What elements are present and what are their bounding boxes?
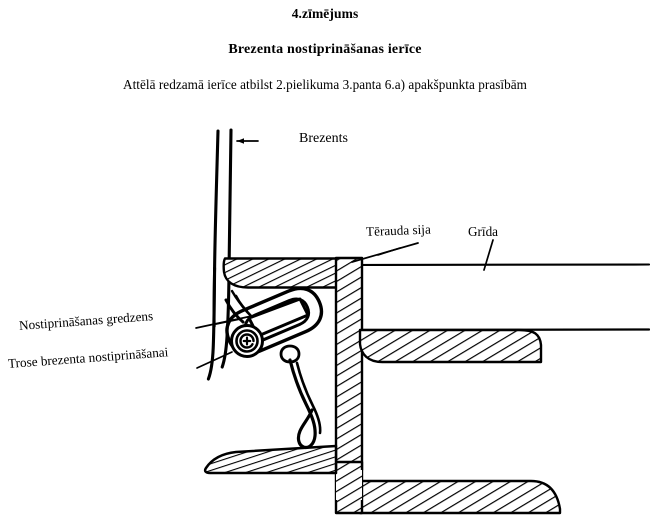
leader-gredzens	[195, 315, 253, 329]
leader-terauda-sija	[351, 242, 419, 263]
steel-beam-part	[334, 256, 562, 515]
leader-trose	[196, 351, 233, 369]
lower-left-flange	[203, 444, 338, 475]
leader-grida	[483, 239, 494, 271]
label-brezents: Brezents	[299, 131, 348, 146]
beam-top-flange	[222, 257, 340, 289]
figure-subtitle: Attēlā redzamā ierīce atbilst 2.pielikum…	[123, 77, 527, 92]
leader-lines	[195, 138, 494, 369]
label-terauda-sija: Tērauda sija	[365, 221, 432, 239]
figure-number: 4.zīmējums	[291, 6, 359, 21]
floor-part	[341, 263, 650, 332]
rope-hook-part	[230, 289, 322, 450]
tarpaulin-part	[206, 128, 233, 381]
leader-brezents	[236, 138, 259, 144]
ring-spiral	[230, 324, 264, 358]
fastening-ring-assembly	[224, 286, 324, 364]
figure-title: Brezenta nostiprināšanas ierīce	[228, 42, 422, 57]
label-grida: Grīda	[468, 224, 499, 239]
figure-heading-block: 4.zīmējums Brezenta nostiprināšanas ierī…	[0, 0, 650, 93]
